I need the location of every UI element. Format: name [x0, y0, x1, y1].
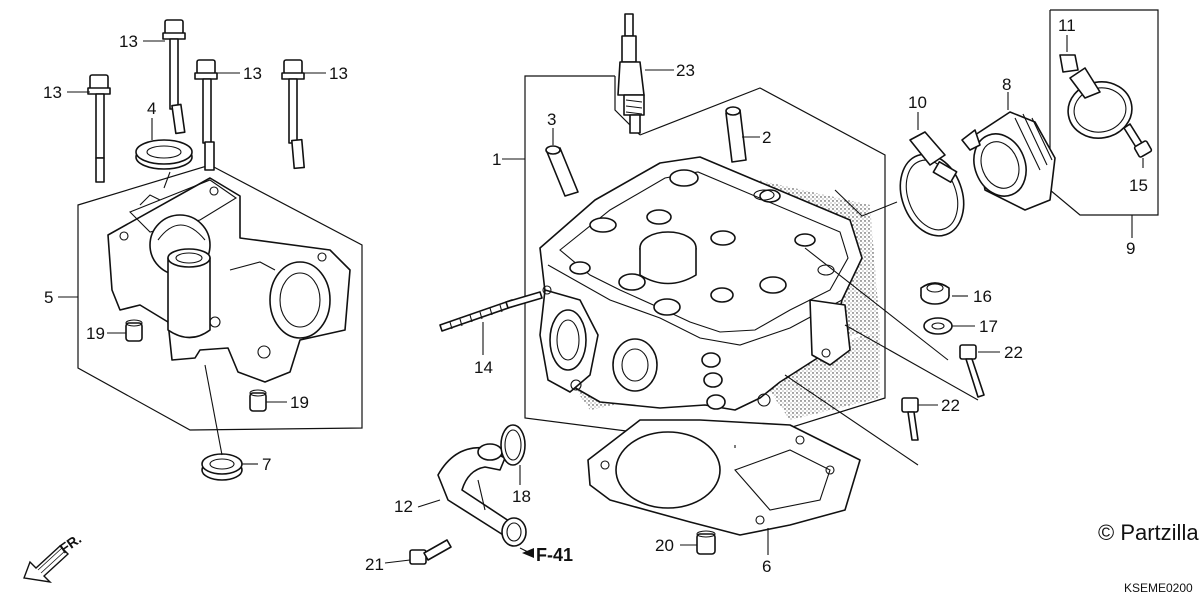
- copyright-watermark: © Partzilla: [1098, 520, 1199, 545]
- insulator-group: [784, 9, 1159, 466]
- seal-4[interactable]: [135, 139, 193, 170]
- dowel-pin-19-b[interactable]: [249, 389, 267, 412]
- callout-13-c: 13: [243, 64, 262, 83]
- callout-1: 1: [492, 150, 501, 169]
- bolt-13-b[interactable]: [162, 19, 186, 135]
- dowel-pin-20[interactable]: [696, 530, 716, 555]
- reference-f41[interactable]: F-41: [522, 545, 573, 565]
- callout-7: 7: [262, 455, 271, 474]
- callout-17: 17: [979, 317, 998, 336]
- washer-17[interactable]: [923, 317, 953, 335]
- callout-16: 16: [973, 287, 992, 306]
- callout-15: 15: [1129, 176, 1148, 195]
- seal-7[interactable]: [201, 453, 243, 481]
- bolt-13-d[interactable]: [281, 59, 306, 170]
- callout-4: 4: [147, 99, 156, 118]
- callout-14: 14: [474, 358, 493, 377]
- insulator-8[interactable]: [961, 111, 1056, 211]
- cylinder-head[interactable]: [539, 156, 863, 411]
- reference-label: F-41: [536, 545, 573, 565]
- callout-19-b: 19: [290, 393, 309, 412]
- callout-5: 5: [44, 288, 53, 307]
- callout-13-b: 13: [119, 32, 138, 51]
- callout-2: 2: [762, 128, 771, 147]
- bolt-22-b[interactable]: [901, 397, 919, 441]
- callout-9: 9: [1126, 239, 1135, 258]
- callout-19-a: 19: [86, 324, 105, 343]
- clamp-band-9[interactable]: [1064, 67, 1137, 143]
- group-1-outline: [524, 75, 886, 446]
- front-direction-marker: FR.: [23, 530, 84, 584]
- arrow-down-left-icon: [23, 545, 70, 584]
- callout-18: 18: [512, 487, 531, 506]
- callout-13-a: 13: [43, 83, 62, 102]
- bolt-22-a[interactable]: [959, 344, 985, 398]
- cylinder-head-group: [384, 13, 886, 565]
- bolt-13-a[interactable]: [87, 74, 111, 183]
- cylinder-head-gasket-6[interactable]: [587, 419, 861, 536]
- callout-8: 8: [1002, 75, 1011, 94]
- bolt-13-c[interactable]: [194, 59, 218, 171]
- dowel-pin-2[interactable]: [725, 106, 747, 163]
- callout-21: 21: [365, 555, 384, 574]
- camshaft-holder[interactable]: [107, 177, 351, 383]
- water-joint-12[interactable]: [437, 443, 527, 547]
- spark-plug-23[interactable]: [617, 13, 645, 134]
- collar-16[interactable]: [920, 282, 950, 305]
- callout-22-a: 22: [1004, 343, 1023, 362]
- callout-13-d: 13: [329, 64, 348, 83]
- callout-11: 11: [1058, 16, 1076, 35]
- dowel-pin-19-a[interactable]: [125, 319, 143, 342]
- nut-11[interactable]: [1059, 54, 1079, 73]
- o-ring-18[interactable]: [500, 424, 526, 466]
- callout-20: 20: [655, 536, 674, 555]
- diagram-code: KSEME0200: [1124, 581, 1193, 595]
- callout-10: 10: [908, 93, 927, 112]
- callout-23: 23: [676, 61, 695, 80]
- stud-bolt-14[interactable]: [439, 291, 543, 332]
- camshaft-holder-group: [58, 19, 363, 481]
- bolt-21[interactable]: [409, 539, 452, 565]
- callout-6: 6: [762, 557, 771, 576]
- callout-12: 12: [394, 497, 413, 516]
- callout-3: 3: [547, 110, 556, 129]
- dowel-pin-3[interactable]: [545, 145, 579, 197]
- clamp-band-10[interactable]: [889, 131, 974, 245]
- callout-labels: 1 2 3 4 5 6 7 8 9 10 11 12 13 13 13 13 1…: [43, 16, 1148, 576]
- callout-22-b: 22: [941, 396, 960, 415]
- bolt-15[interactable]: [1123, 123, 1153, 158]
